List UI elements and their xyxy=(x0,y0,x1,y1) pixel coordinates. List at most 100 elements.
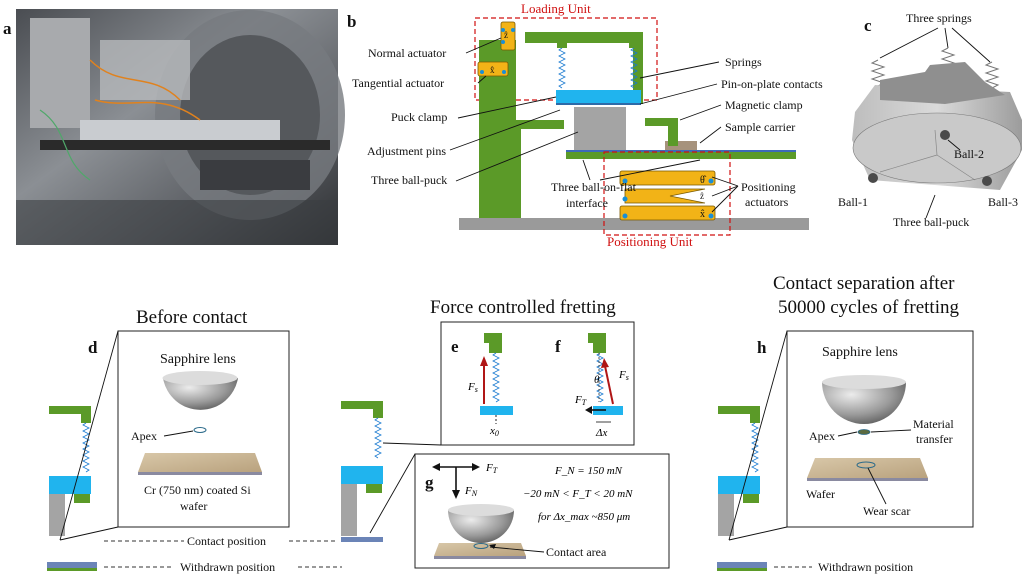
positioning-unit-box xyxy=(603,151,731,236)
label-three-ball-on-flat: Three ball-on-flat xyxy=(551,180,637,194)
label-magnetic-clamp: Magnetic clamp xyxy=(725,98,803,112)
positioning-unit-label: Positioning Unit xyxy=(607,234,693,249)
wear-scar-mark xyxy=(856,461,876,469)
label-three-ball-puck-c: Three ball-puck xyxy=(893,215,969,229)
label-positioning-actuators: Positioning xyxy=(741,180,796,194)
inset-ef xyxy=(440,321,635,446)
svg-text:transfer: transfer xyxy=(916,432,953,446)
label-pin-on-plate: Pin-on-plate contacts xyxy=(721,77,823,91)
label-apex-d: Apex xyxy=(131,429,157,443)
lens-g xyxy=(448,510,514,543)
lens-h xyxy=(822,382,906,424)
svg-text:Fs: Fs xyxy=(618,369,629,382)
spring-right xyxy=(630,47,638,89)
label-contact-position: Contact position xyxy=(187,534,266,548)
label-sample-carrier: Sample carrier xyxy=(725,120,795,134)
label-sapphire-lens-d: Sapphire lens xyxy=(160,352,236,367)
clamp-d xyxy=(49,476,91,494)
svg-text:x0: x0 xyxy=(489,425,499,438)
clamp-mid xyxy=(341,466,383,484)
svg-text:ẑ: ẑ xyxy=(504,30,508,40)
label-sapphire-lens-h: Sapphire lens xyxy=(822,345,898,360)
ball-2 xyxy=(940,130,950,140)
panel-b: b Loading Unit ẑ x̂ Positioning Unit xyxy=(347,1,823,249)
puck-bottom-face xyxy=(852,112,1022,184)
spring-left xyxy=(558,47,566,89)
svg-text:interface: interface xyxy=(566,196,608,210)
panel-letter-d: d xyxy=(88,338,98,357)
svg-text:FT: FT xyxy=(485,462,498,475)
label-wear-scar: Wear scar xyxy=(863,504,910,518)
label-withdrawn-position: Withdrawn position xyxy=(180,560,275,574)
inset-g xyxy=(414,453,670,569)
title-contact-separation-2: 50000 cycles of fretting xyxy=(778,297,959,318)
label-normal-actuator: Normal actuator xyxy=(368,46,446,60)
label-three-ball-puck: Three ball-puck xyxy=(371,173,447,187)
withdrawn-plate-right xyxy=(717,562,767,568)
svg-text:θ̂: θ̂ xyxy=(700,175,707,186)
panel-c: c Three springs Ball-2 Ball-1 Ball-3 Thr… xyxy=(838,11,1022,229)
spring-e xyxy=(492,352,500,403)
svg-text:ẑ: ẑ xyxy=(700,191,704,201)
x-actuator xyxy=(619,205,716,221)
clamp-f xyxy=(593,406,623,415)
label-wafer-d: Cr (750 nm) coated Si xyxy=(144,483,251,497)
svg-text:x̂: x̂ xyxy=(700,209,705,220)
panel-middle: Force controlled fretting e f Fs x0 θ Fs… xyxy=(341,297,670,569)
svg-text:Fs: Fs xyxy=(467,381,478,394)
lens-d xyxy=(163,378,238,410)
svg-text:wafer: wafer xyxy=(180,499,207,513)
svg-text:FN: FN xyxy=(464,485,478,498)
label-ball-2: Ball-2 xyxy=(954,147,984,161)
panel-letter-a: a xyxy=(3,19,12,38)
label-contact-area: Contact area xyxy=(546,545,607,559)
label-ball-3: Ball-3 xyxy=(988,195,1018,209)
svg-text:x̂: x̂ xyxy=(490,65,495,75)
svg-text:Δx: Δx xyxy=(595,427,607,439)
label-material-transfer: Material xyxy=(913,417,954,431)
ball-1 xyxy=(868,173,878,183)
clamp-e xyxy=(480,406,513,415)
title-contact-separation-1: Contact separation after xyxy=(773,273,955,294)
force-arrow-e xyxy=(480,356,488,366)
panel-letter-c: c xyxy=(864,16,872,35)
label-tangential-actuator: Tangential actuator xyxy=(352,76,444,90)
puck-clamp xyxy=(556,90,641,103)
label-apex-h: Apex xyxy=(809,429,835,443)
eq-dx: for Δx_max ~850 μm xyxy=(538,511,630,523)
sample xyxy=(665,141,697,150)
ball-3 xyxy=(982,176,992,186)
inset-h xyxy=(786,330,974,528)
label-three-springs: Three springs xyxy=(906,11,972,25)
wafer-g xyxy=(434,543,526,556)
force-arrow-fs xyxy=(601,358,609,368)
panel-a: a xyxy=(3,9,345,245)
withdrawn-plate-left xyxy=(47,562,97,568)
eq-ft: −20 mN < F_T < 20 mN xyxy=(523,488,633,500)
position-lines: Contact position Withdrawn position With… xyxy=(47,534,913,574)
tangential-actuator xyxy=(477,61,509,77)
base-plate xyxy=(459,218,809,230)
svg-text:θ: θ xyxy=(594,374,600,386)
green-frame-column xyxy=(479,40,516,218)
title-before-contact: Before contact xyxy=(136,307,248,328)
spring-f xyxy=(596,352,604,403)
panel-letter-b: b xyxy=(347,12,356,31)
force-arrow-ft xyxy=(585,406,592,414)
wires-image xyxy=(89,59,201,121)
label-puck-clamp: Puck clamp xyxy=(391,110,447,124)
panel-d: d Before contact Sapphire lens Apex Cr (… xyxy=(49,307,290,541)
label-wafer-h: Wafer xyxy=(806,487,835,501)
eq-fn: F_N = 150 mN xyxy=(554,465,623,477)
sample-carrier xyxy=(566,152,796,159)
top-loading-beam xyxy=(525,32,643,43)
z-actuator xyxy=(624,188,706,204)
title-force-controlled: Force controlled fretting xyxy=(430,297,616,318)
spring-mid xyxy=(374,417,382,459)
label-adjustment-pins: Adjustment pins xyxy=(367,144,446,158)
panel-letter-e: e xyxy=(451,337,459,356)
svg-text:FT: FT xyxy=(574,394,587,407)
panel-letter-g: g xyxy=(425,473,434,492)
svg-text:actuators: actuators xyxy=(745,195,789,209)
